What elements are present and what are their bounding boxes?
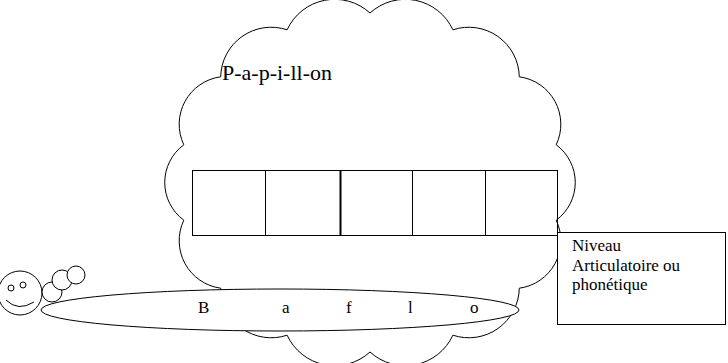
spoken-letter: f [346,298,352,318]
smiley-face [0,271,42,315]
ellipse-outline [40,288,520,332]
ellipse-outline [41,289,519,331]
word-spelling: P-a-p-i-ll-on [222,60,332,85]
speech-ellipse: Ba f l o [40,288,520,332]
level-box: Niveau Articulatoire ou phonétique [557,232,726,325]
level-label: Niveau Articulatoire ou phonétique [572,236,697,295]
letter-boxes [193,170,558,236]
spoken-letter: a [282,298,290,318]
thought-bubbles [42,266,85,302]
spoken-letter: o [470,298,479,318]
spoken-letter: l [408,298,413,318]
spoken-letter: B [198,298,209,318]
